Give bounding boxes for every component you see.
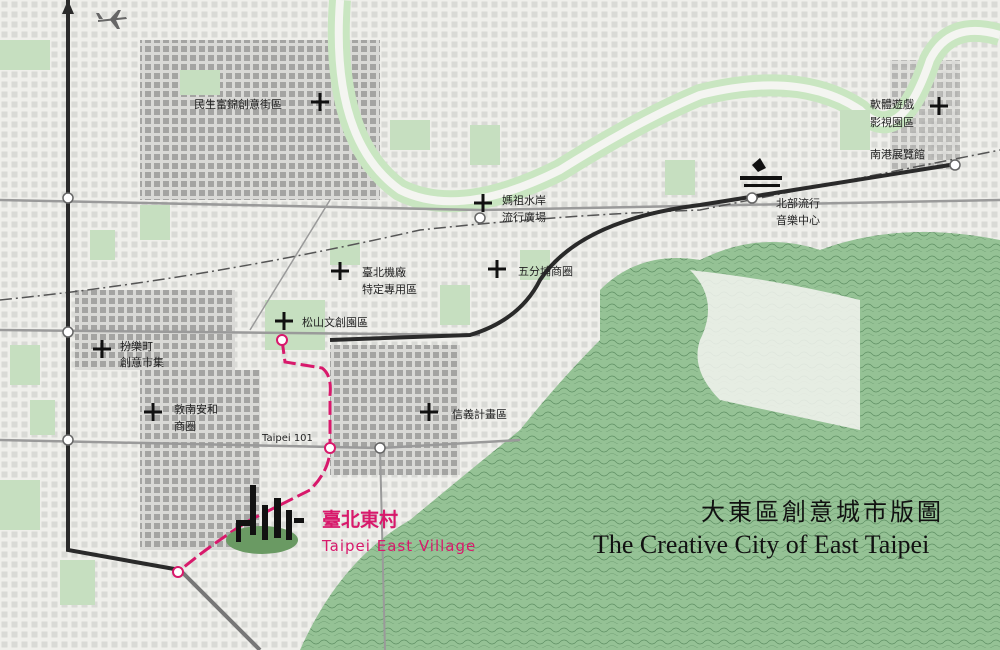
label-software-1: 軟體遊戲 xyxy=(870,97,914,111)
map-title-zh: 大東區創意城市版圖 xyxy=(701,498,944,526)
cross-marker-icon xyxy=(275,312,293,330)
label-dunnan-1: 敦南安和 xyxy=(174,402,218,416)
city-silhouette-icon xyxy=(226,485,304,554)
cross-marker-icon xyxy=(331,262,349,280)
cross-marker-icon xyxy=(420,403,438,421)
label-xinyi: 信義計畫區 xyxy=(452,407,507,421)
station-nodes xyxy=(62,159,961,454)
mountain-area xyxy=(300,232,1000,650)
label-software-2: 影視園區 xyxy=(870,115,914,129)
parks xyxy=(0,40,870,605)
station-node-icon xyxy=(324,442,336,454)
station-node-icon xyxy=(62,326,74,338)
label-airport-2: 特定專用區 xyxy=(362,282,417,296)
place-labels: 民生富錦創意街區 媽祖水岸 流行廣場 軟體遊戲 影視園區 南港展覽館 北部流行 … xyxy=(120,97,925,444)
feature-title-zh: 臺北東村 xyxy=(322,508,398,531)
station-node-icon xyxy=(276,334,288,346)
label-airport-1: 臺北機廠 xyxy=(362,265,406,279)
cross-marker-icon xyxy=(144,403,162,421)
airplane-icon xyxy=(96,10,127,29)
label-mazu-1: 媽祖水岸 xyxy=(502,193,546,207)
cross-marker-icon xyxy=(474,194,492,212)
label-fuxing-1: 扮樂町 xyxy=(120,339,153,353)
river-edge xyxy=(334,0,1000,206)
bird-icon xyxy=(740,158,782,187)
railway-dashed xyxy=(0,149,1000,301)
station-node-icon xyxy=(949,159,961,171)
station-node-icon xyxy=(474,212,486,224)
cross-marker-icon xyxy=(93,340,111,358)
label-taipei101: Taipei 101 xyxy=(261,433,313,444)
label-minsheng: 民生富錦創意街區 xyxy=(194,97,282,111)
station-node-icon xyxy=(746,192,758,204)
station-node-icon xyxy=(62,192,74,204)
cross-marker-icon xyxy=(930,97,948,115)
label-dunnan-2: 商圈 xyxy=(174,419,196,433)
station-node-icon xyxy=(172,566,184,578)
feature-title-en: Taipei East Village xyxy=(321,537,476,555)
east-village-route xyxy=(172,334,336,578)
label-nangang: 南港展覽館 xyxy=(870,147,925,161)
station-node-icon xyxy=(374,442,386,454)
feature-label: 臺北東村 Taipei East Village xyxy=(321,508,476,555)
label-fuxing-2: 創意市集 xyxy=(120,355,164,369)
mrt-lines xyxy=(66,0,951,572)
cross-markers xyxy=(93,93,948,421)
map-title-en: The Creative City of East Taipei xyxy=(593,530,929,559)
label-popmusic-1: 北部流行 xyxy=(776,196,820,210)
label-mazu-2: 流行廣場 xyxy=(502,210,546,224)
map-title: 大東區創意城市版圖 The Creative City of East Taip… xyxy=(593,498,944,559)
cross-marker-icon xyxy=(311,93,329,111)
label-wufenpu: 五分埔商圈 xyxy=(518,264,573,278)
label-songshan: 松山文創園區 xyxy=(302,315,368,329)
arrow-north-icon xyxy=(62,0,74,14)
label-popmusic-2: 音樂中心 xyxy=(776,213,820,227)
station-node-icon xyxy=(62,434,74,446)
cross-marker-icon xyxy=(488,260,506,278)
